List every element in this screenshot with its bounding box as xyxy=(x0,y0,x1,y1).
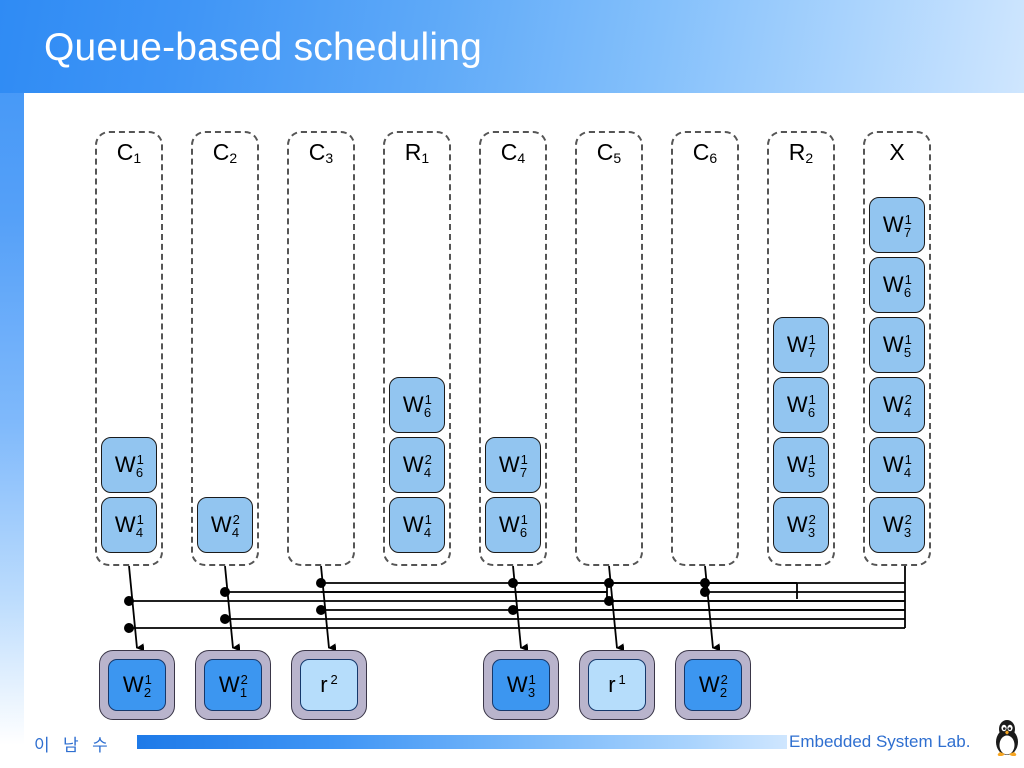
queue-item-label: W16 xyxy=(786,391,816,421)
column-label-C2: C2 xyxy=(212,139,238,166)
queue-column-R1 xyxy=(383,131,451,566)
result-box-inner: W13 xyxy=(492,659,550,711)
queue-column-C5 xyxy=(575,131,643,566)
result-box-res-1: W12 xyxy=(99,650,175,720)
column-label-C3: C3 xyxy=(308,139,334,166)
queue-item: W24 xyxy=(869,377,925,433)
queue-item: W23 xyxy=(869,497,925,553)
queue-item-label: W23 xyxy=(882,511,912,541)
queue-item: W15 xyxy=(773,437,829,493)
column-label-C1: C1 xyxy=(116,139,142,166)
queue-column-C3 xyxy=(287,131,355,566)
result-box-label: W21 xyxy=(218,671,248,701)
queue-item-label: W15 xyxy=(882,331,912,361)
queue-item: W14 xyxy=(101,497,157,553)
queue-item-label: W24 xyxy=(210,511,240,541)
queue-item-label: W24 xyxy=(882,391,912,421)
result-box-res-6: W22 xyxy=(675,650,751,720)
column-label-R2: R2 xyxy=(788,139,814,166)
queue-item-label: W16 xyxy=(114,451,144,481)
queue-column-C1 xyxy=(95,131,163,566)
queue-item-label: W17 xyxy=(498,451,528,481)
queue-column-C4 xyxy=(479,131,547,566)
queue-item-label: W15 xyxy=(786,451,816,481)
queue-item: W17 xyxy=(773,317,829,373)
queue-item-label: W14 xyxy=(114,511,144,541)
result-box-label: W12 xyxy=(122,671,152,701)
queue-column-R2 xyxy=(767,131,835,566)
footer-lab-name: Embedded System Lab. xyxy=(789,732,971,751)
column-label-C5: C5 xyxy=(596,139,622,166)
result-box-inner: W12 xyxy=(108,659,166,711)
footer-author: 이 남 수 xyxy=(34,736,112,756)
queue-item-label: W14 xyxy=(882,451,912,481)
queue-item-label: W16 xyxy=(498,511,528,541)
queue-item: W16 xyxy=(773,377,829,433)
page-title: Queue-based scheduling xyxy=(44,26,483,69)
queue-item: W16 xyxy=(869,257,925,313)
queue-item: W16 xyxy=(101,437,157,493)
result-box-res-4: W13 xyxy=(483,650,559,720)
result-box-inner: W21 xyxy=(204,659,262,711)
column-label-R1: R1 xyxy=(404,139,430,166)
queue-item-label: W23 xyxy=(786,511,816,541)
queue-item: W17 xyxy=(485,437,541,493)
queue-item-label: W14 xyxy=(402,511,432,541)
column-label-C6: C6 xyxy=(692,139,718,166)
queue-item: W24 xyxy=(197,497,253,553)
queue-column-X xyxy=(863,131,931,566)
column-label-C4: C4 xyxy=(500,139,526,166)
result-box-inner: W22 xyxy=(684,659,742,711)
result-box-label: W22 xyxy=(698,671,728,701)
footer-gradient-bar xyxy=(137,735,787,749)
tux-penguin-icon xyxy=(996,720,1018,756)
queue-column-C6 xyxy=(671,131,739,566)
result-box-label: W13 xyxy=(506,671,536,701)
queue-item: W24 xyxy=(389,437,445,493)
queue-item-label: W16 xyxy=(882,271,912,301)
queue-item-label: W17 xyxy=(882,211,912,241)
queue-item: W14 xyxy=(869,437,925,493)
column-label-X: X xyxy=(889,139,905,165)
result-box-res-2: W21 xyxy=(195,650,271,720)
queue-item-label: W16 xyxy=(402,391,432,421)
queue-item-label: W24 xyxy=(402,451,432,481)
queue-column-C2 xyxy=(191,131,259,566)
queue-item: W14 xyxy=(389,497,445,553)
queue-item: W17 xyxy=(869,197,925,253)
title-banner xyxy=(0,0,1024,93)
queue-item: W16 xyxy=(389,377,445,433)
queue-item: W15 xyxy=(869,317,925,373)
queue-item: W16 xyxy=(485,497,541,553)
queue-item-label: W17 xyxy=(786,331,816,361)
queue-item: W23 xyxy=(773,497,829,553)
